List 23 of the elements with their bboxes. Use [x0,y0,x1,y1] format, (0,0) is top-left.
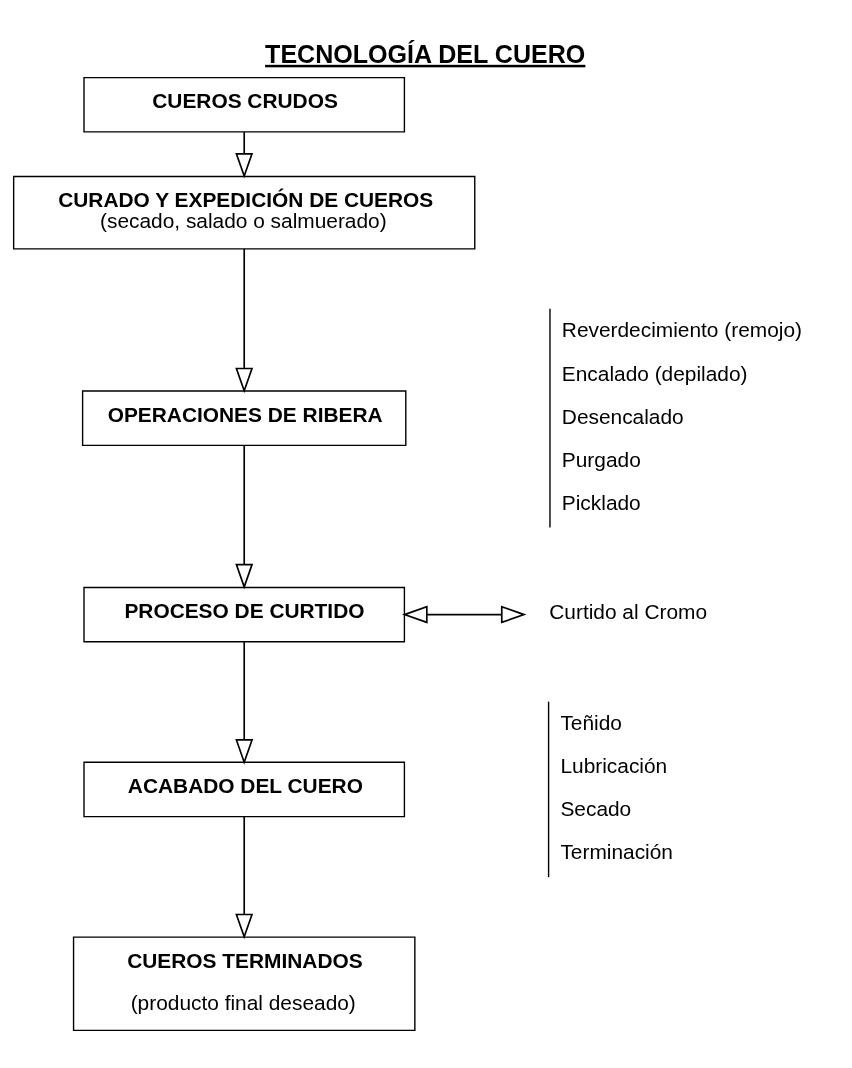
node-label: Picklado [561,490,641,514]
node-label: Purgado [561,447,641,471]
arrow [235,815,254,939]
node-box: CUEROS TERMINADOS (producto final deseado) [72,935,416,1031]
arrow [235,130,254,179]
arrow [235,640,254,765]
node-label: Lubricación [560,753,668,777]
node-box: CURADO Y EXPEDICIÓN DE CUEROS (secado, salado o salmuerado) [12,175,476,250]
node-label: Secado [560,796,632,820]
node-box: CUEROS CRUDOS [83,76,406,133]
arrow [235,247,254,393]
node-label: Desencalado [561,404,684,428]
node-label: Reverdecimiento (remojo) [561,317,802,341]
diagram-title: TECNOLOGÍA DEL CUERO [265,39,586,68]
node-label: Encalado (depilado) [561,361,748,385]
arrow [402,605,527,624]
node-box: ACABADO DEL CUERO [83,761,406,817]
node-text: Curtido al Cromo [549,599,708,623]
node-box: PROCESO DE CURTIDO [83,586,406,642]
node-label: Terminación [560,839,673,863]
node-label: Teñido [560,710,622,734]
node-box: OPERACIONES DE RIBERA [81,389,407,446]
arrow [235,444,254,589]
